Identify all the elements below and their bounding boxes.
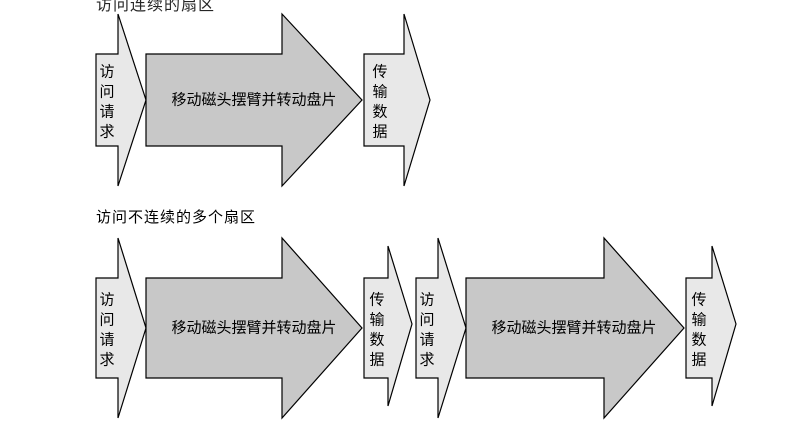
- request-label-char: 请: [99, 103, 114, 121]
- request-label-char: 问: [419, 311, 434, 329]
- transfer-arrow: [685, 245, 737, 407]
- transfer-label-char: 传: [369, 291, 384, 309]
- request-arrow: [415, 237, 467, 419]
- request-label-char: 问: [99, 83, 114, 101]
- seek-arrow: [145, 236, 363, 420]
- transfer-label-char: 传: [372, 63, 387, 81]
- transfer-arrow: [363, 245, 413, 407]
- transfer-arrow: [363, 13, 431, 187]
- transfer-label-char: 据: [369, 351, 384, 369]
- request-label-char: 请: [419, 331, 434, 349]
- request-label-char: 问: [99, 311, 114, 329]
- seek-label: 移动磁头摆臂并转动盘片: [171, 319, 336, 337]
- transfer-label-char: 输: [691, 311, 706, 329]
- request-label-char: 访: [99, 63, 114, 81]
- request-label-char: 请: [99, 331, 114, 349]
- transfer-label-char: 数: [372, 103, 387, 121]
- transfer-label-char: 据: [691, 351, 706, 369]
- seek-arrow: [145, 12, 363, 188]
- request-arrow: [95, 13, 147, 187]
- top-section-title-fragment: 访问连续的扇区: [96, 0, 216, 14]
- request-label-char: 求: [99, 123, 114, 141]
- request-arrow: [95, 237, 147, 419]
- request-label-char: 求: [99, 351, 114, 369]
- transfer-label-char: 数: [369, 331, 384, 349]
- transfer-label-char: 输: [369, 311, 384, 329]
- transfer-label-char: 传: [691, 291, 706, 309]
- request-label-char: 访: [419, 291, 434, 309]
- request-label-char: 访: [99, 291, 114, 309]
- section-title-discontinuous: 访问不连续的多个扇区: [96, 208, 257, 226]
- transfer-label-char: 数: [691, 331, 706, 349]
- transfer-label-char: 据: [372, 123, 387, 141]
- transfer-label-char: 输: [372, 83, 387, 101]
- request-label-char: 求: [419, 351, 434, 369]
- seek-label: 移动磁头摆臂并转动盘片: [491, 319, 656, 337]
- seek-arrow: [465, 236, 685, 420]
- seek-label: 移动磁头摆臂并转动盘片: [171, 91, 336, 109]
